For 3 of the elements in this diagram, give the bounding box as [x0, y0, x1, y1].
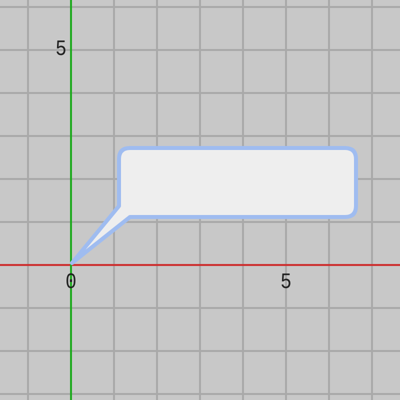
axis-tick-label: 5 — [55, 39, 67, 61]
speech-bubble — [68, 144, 360, 266]
axis-tick-label: 5 — [280, 272, 292, 294]
